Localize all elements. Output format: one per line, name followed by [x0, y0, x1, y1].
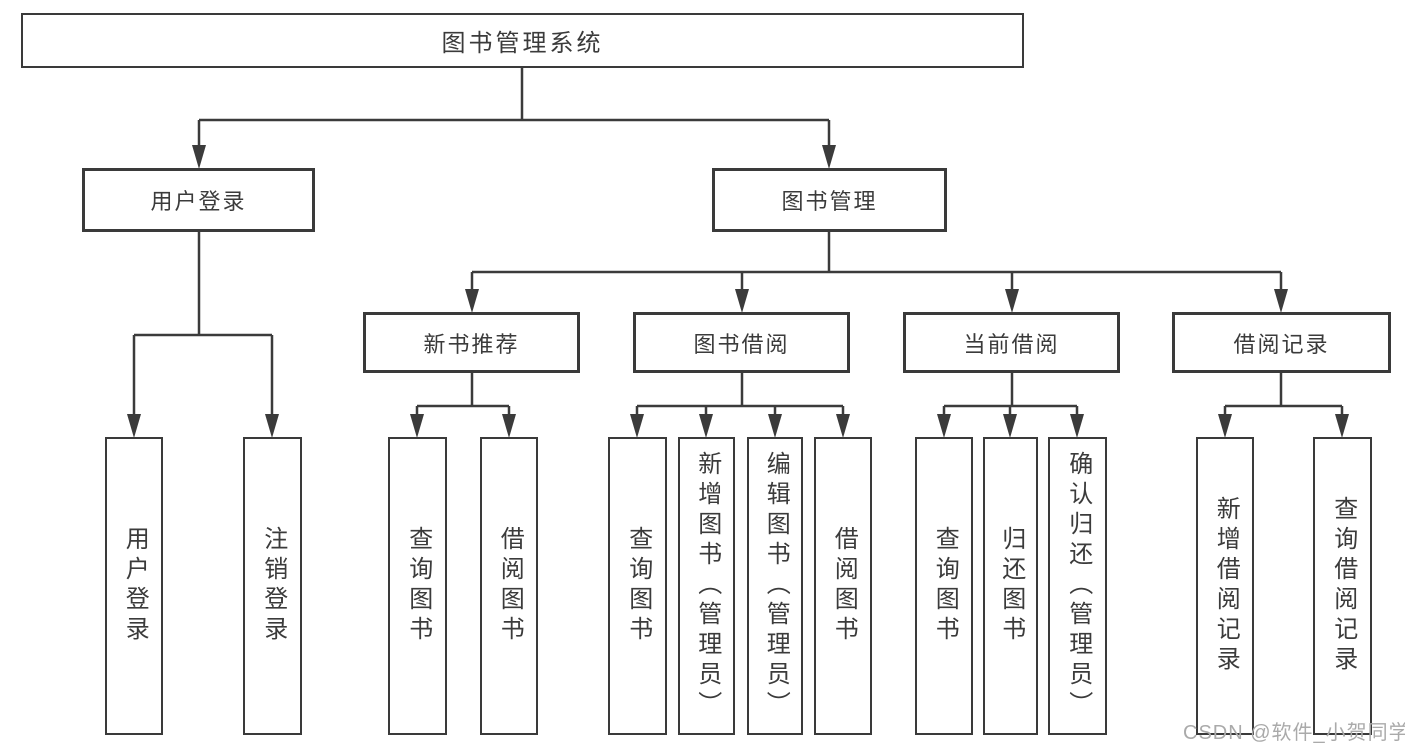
- leaf-edit-books-admin-label: 编辑图书（管理员）: [762, 451, 790, 721]
- node-new-book-recommend-label: 新书推荐: [423, 331, 520, 357]
- leaf-add-books-admin: 新增图书（管理员）: [678, 437, 735, 735]
- arrowhead-icon: [937, 414, 951, 438]
- arrowhead-icon: [822, 145, 836, 169]
- leaf-add-books-admin-label: 新增图书（管理员）: [693, 451, 721, 721]
- leaf-query-borrow-record: 查询借阅记录: [1313, 437, 1372, 735]
- arrowhead-icon: [465, 289, 479, 313]
- leaf-logout: 注销登录: [243, 437, 302, 735]
- arrowhead-icon: [265, 414, 279, 438]
- leaf-query-books-1: 查询图书: [388, 437, 447, 735]
- leaf-query-books-2: 查询图书: [608, 437, 667, 735]
- leaf-query-books-3: 查询图书: [915, 437, 973, 735]
- node-book-management: 图书管理: [712, 168, 947, 232]
- node-current-borrowing: 当前借阅: [903, 312, 1120, 373]
- leaf-add-borrow-record: 新增借阅记录: [1196, 437, 1254, 735]
- arrowhead-icon: [192, 145, 206, 169]
- arrowhead-icon: [1070, 414, 1084, 438]
- node-book-management-label: 图书管理: [781, 189, 878, 214]
- node-borrowing-records: 借阅记录: [1172, 312, 1391, 373]
- connector-book-mgmt-to-level3: [465, 232, 1288, 313]
- node-current-borrowing-label: 当前借阅: [963, 331, 1060, 357]
- leaf-query-books-1-label: 查询图书: [404, 526, 432, 646]
- connector-current-borrow-to-leaves: [937, 373, 1084, 438]
- leaf-confirm-return-admin: 确认归还（管理员）: [1048, 437, 1107, 735]
- node-root-label: 图书管理系统: [441, 30, 604, 57]
- connector-user-login-to-leaves: [127, 232, 279, 438]
- node-book-borrowing: 图书借阅: [633, 312, 850, 373]
- leaf-borrow-books-1: 借阅图书: [480, 437, 538, 735]
- node-user-login-label: 用户登录: [150, 189, 247, 214]
- arrowhead-icon: [1274, 289, 1288, 313]
- leaf-user-login: 用户登录: [105, 437, 163, 735]
- connector-borrow-records-to-leaves: [1218, 373, 1349, 438]
- arrowhead-icon: [1003, 414, 1017, 438]
- node-new-book-recommend: 新书推荐: [363, 312, 580, 373]
- arrowhead-icon: [1005, 289, 1019, 313]
- leaf-borrow-books-2: 借阅图书: [814, 437, 872, 735]
- leaf-borrow-books-1-label: 借阅图书: [496, 526, 524, 646]
- arrowhead-icon: [735, 289, 749, 313]
- connector-book-borrow-to-leaves: [630, 373, 850, 438]
- leaf-query-books-2-label: 查询图书: [624, 526, 652, 646]
- node-user-login: 用户登录: [82, 168, 315, 232]
- arrowhead-icon: [699, 414, 713, 438]
- node-book-borrowing-label: 图书借阅: [693, 331, 790, 357]
- leaf-user-login-label: 用户登录: [121, 526, 149, 646]
- leaf-return-books-label: 归还图书: [997, 526, 1025, 646]
- leaf-edit-books-admin: 编辑图书（管理员）: [747, 437, 803, 735]
- leaf-confirm-return-admin-label: 确认归还（管理员）: [1064, 451, 1092, 721]
- arrowhead-icon: [630, 414, 644, 438]
- node-borrowing-records-label: 借阅记录: [1233, 331, 1330, 357]
- connector-root-to-level2: [192, 68, 836, 169]
- arrowhead-icon: [836, 414, 850, 438]
- node-root-system: 图书管理系统: [21, 13, 1024, 68]
- leaf-query-borrow-record-label: 查询借阅记录: [1329, 496, 1357, 676]
- leaf-add-borrow-record-label: 新增借阅记录: [1212, 496, 1240, 676]
- leaf-query-books-3-label: 查询图书: [931, 526, 959, 646]
- watermark: CSDN @软件_小贺同学: [1183, 722, 1405, 744]
- arrowhead-icon: [502, 414, 516, 438]
- leaf-return-books: 归还图书: [983, 437, 1038, 735]
- arrowhead-icon: [410, 414, 424, 438]
- arrowhead-icon: [127, 414, 141, 438]
- arrowhead-icon: [1335, 414, 1349, 438]
- leaf-borrow-books-2-label: 借阅图书: [830, 526, 858, 646]
- leaf-logout-label: 注销登录: [259, 526, 287, 646]
- arrowhead-icon: [1218, 414, 1232, 438]
- arrowhead-icon: [768, 414, 782, 438]
- connector-new-book-to-leaves: [410, 373, 516, 438]
